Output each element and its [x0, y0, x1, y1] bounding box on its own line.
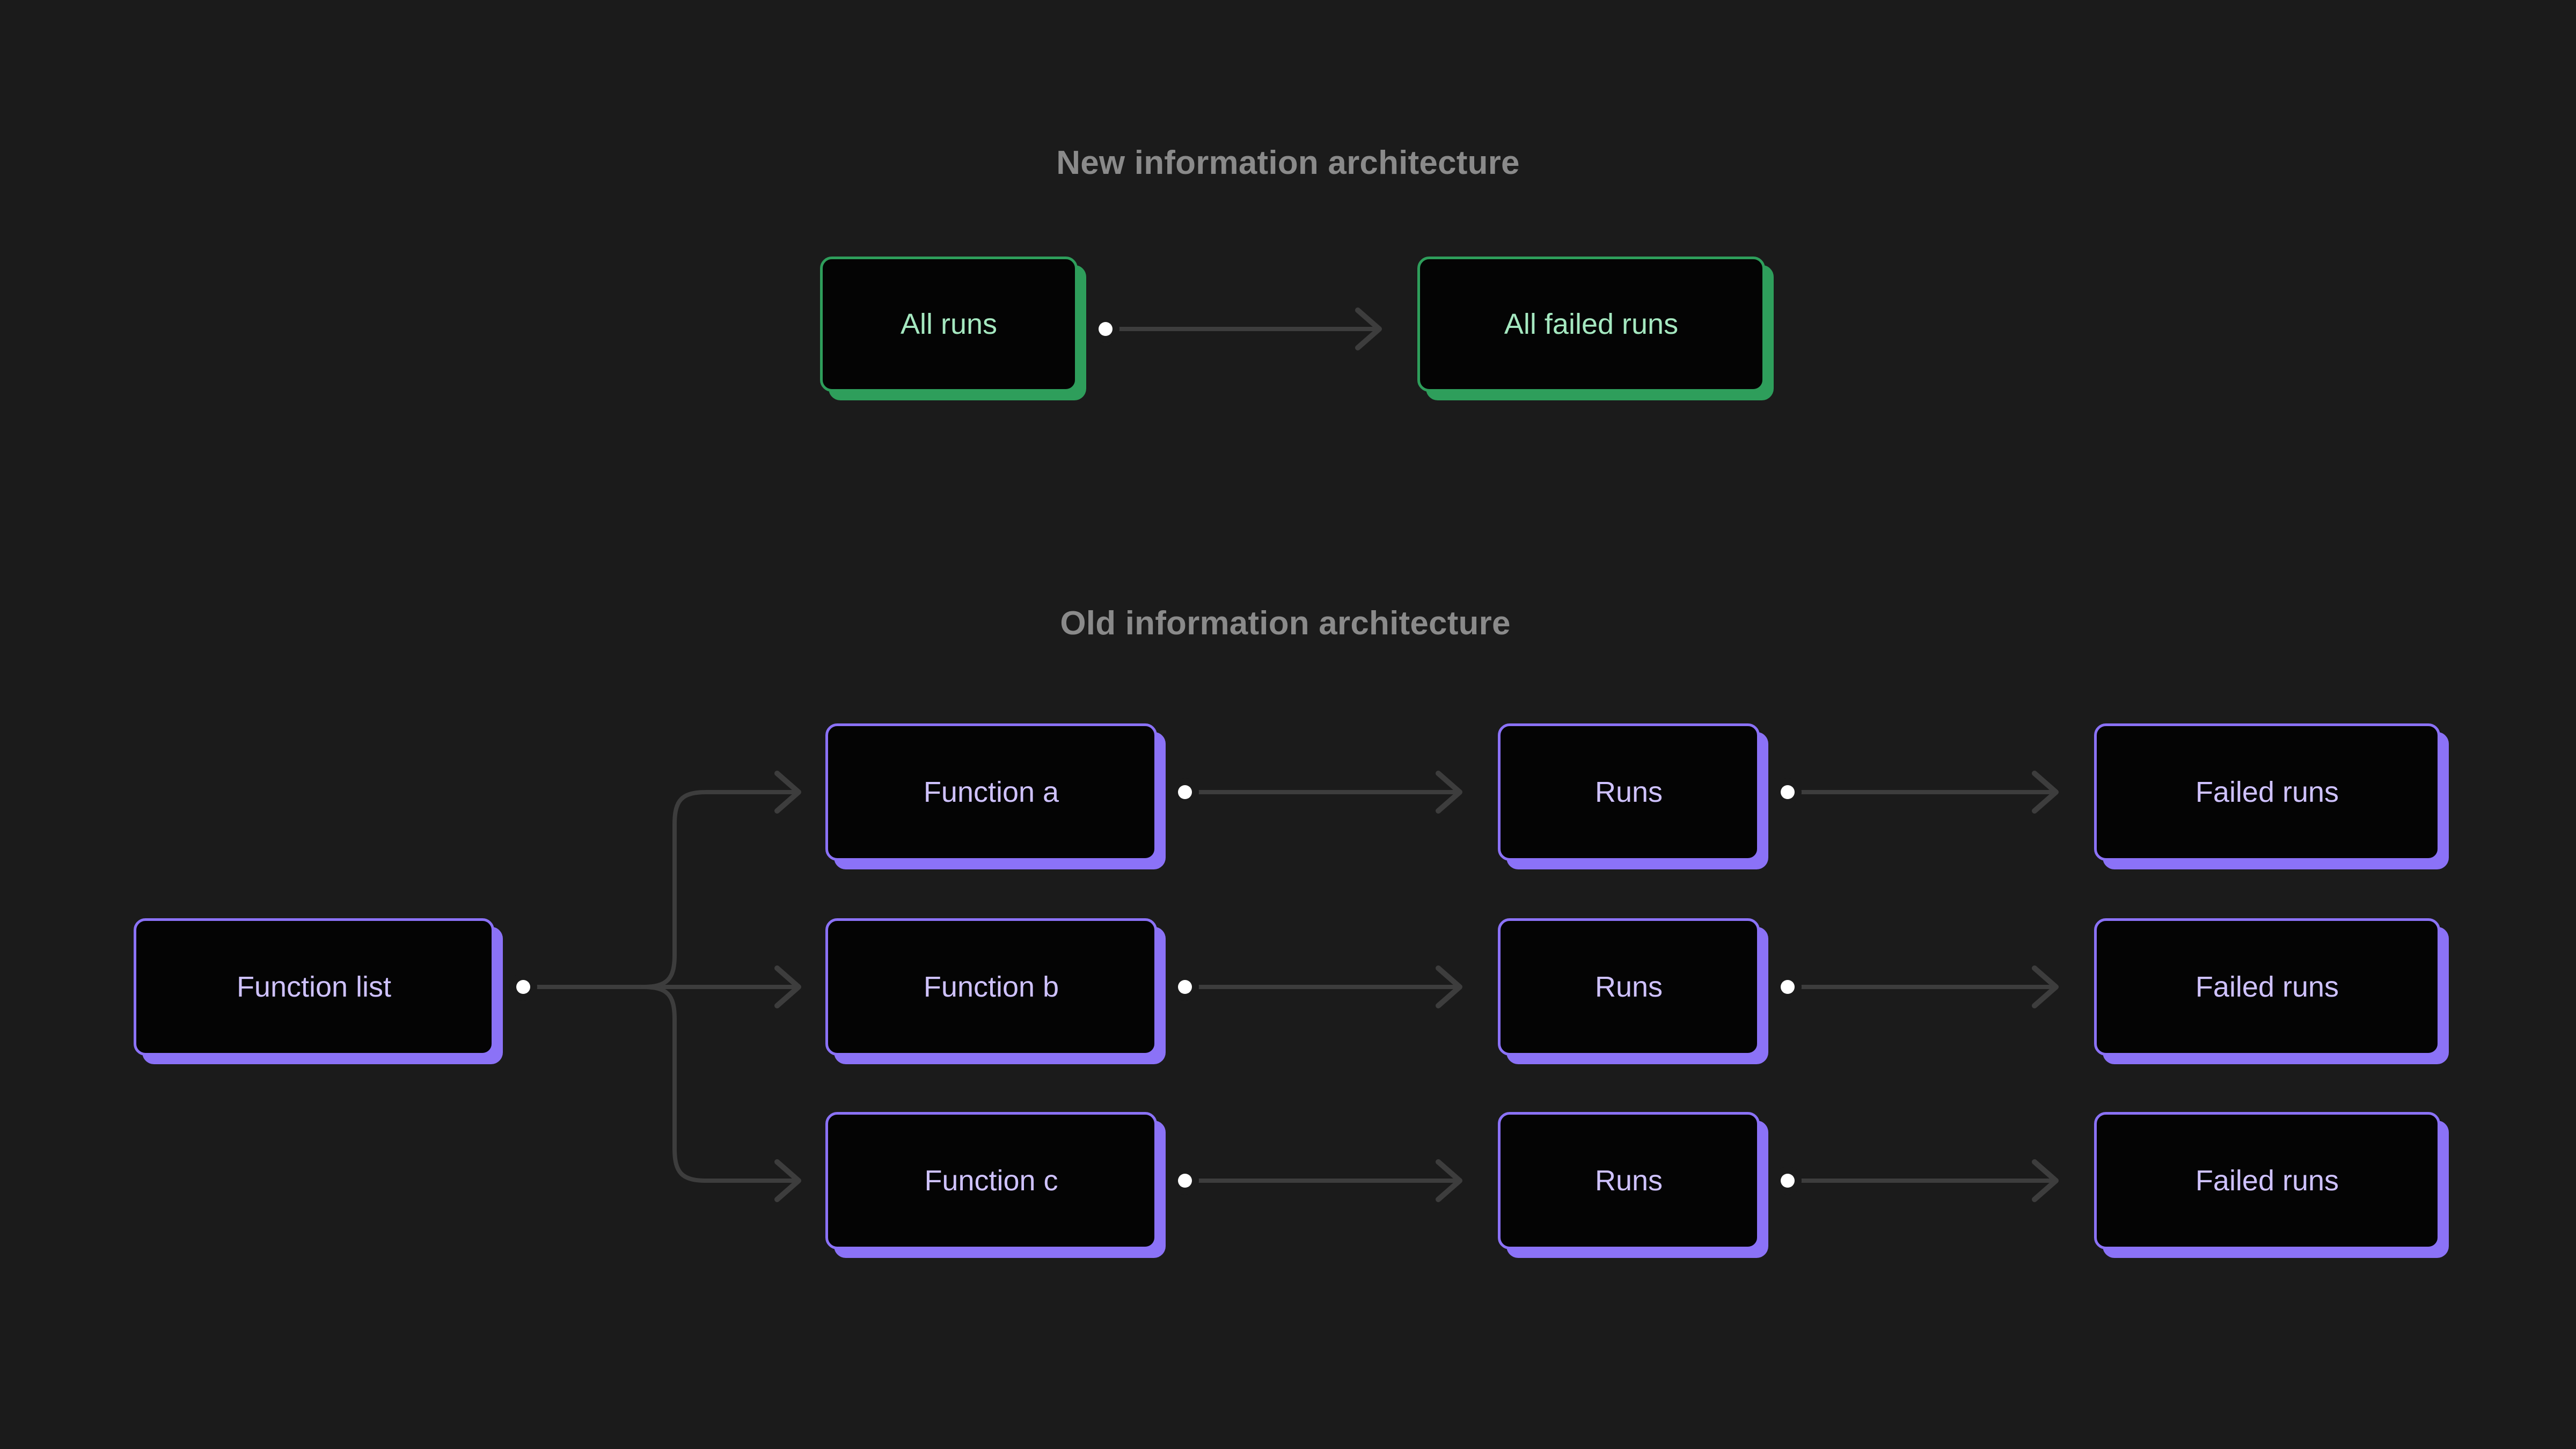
- node-failed-runs-c[interactable]: Failed runs: [2094, 1112, 2440, 1249]
- node-failed-runs-b-label: Failed runs: [2195, 971, 2339, 1003]
- node-failed-runs-c-label: Failed runs: [2195, 1165, 2339, 1197]
- node-runs-a[interactable]: Runs: [1498, 723, 1760, 861]
- connector-runs-b-to-failed-runs-b: [1774, 965, 2059, 1008]
- node-function-list-label: Function list: [236, 971, 392, 1003]
- node-runs-b[interactable]: Runs: [1498, 918, 1760, 1056]
- node-runs-a-label: Runs: [1594, 776, 1663, 808]
- node-failed-runs-a[interactable]: Failed runs: [2094, 723, 2440, 861]
- node-all-failed-runs-label: All failed runs: [1504, 308, 1679, 340]
- node-function-list[interactable]: Function list: [134, 918, 494, 1056]
- node-failed-runs-b[interactable]: Failed runs: [2094, 918, 2440, 1056]
- node-function-b[interactable]: Function b: [825, 918, 1157, 1056]
- node-failed-runs-a-label: Failed runs: [2195, 776, 2339, 808]
- connector-function-a-to-runs-a: [1171, 771, 1462, 814]
- node-all-failed-runs[interactable]: All failed runs: [1417, 257, 1765, 392]
- connector-function-list-branch: [509, 771, 801, 1202]
- connector-runs-a-to-failed-runs-a: [1774, 771, 2059, 814]
- node-runs-b-label: Runs: [1594, 971, 1663, 1003]
- connector-function-b-to-runs-b: [1171, 965, 1462, 1008]
- section-title-new-architecture: New information architecture: [1056, 144, 1520, 181]
- node-all-runs[interactable]: All runs: [820, 257, 1078, 392]
- connector-all-runs-to-all-failed-runs: [1092, 308, 1382, 350]
- node-runs-c-label: Runs: [1594, 1165, 1663, 1197]
- connector-function-c-to-runs-c: [1171, 1159, 1462, 1202]
- node-function-b-label: Function b: [923, 971, 1059, 1003]
- connector-runs-c-to-failed-runs-c: [1774, 1159, 2059, 1202]
- node-function-c-label: Function c: [924, 1165, 1058, 1197]
- node-function-a[interactable]: Function a: [825, 723, 1157, 861]
- section-title-old-architecture: Old information architecture: [1060, 605, 1511, 642]
- node-function-c[interactable]: Function c: [825, 1112, 1157, 1249]
- node-runs-c[interactable]: Runs: [1498, 1112, 1760, 1249]
- node-all-runs-label: All runs: [900, 308, 998, 340]
- node-function-a-label: Function a: [923, 776, 1059, 808]
